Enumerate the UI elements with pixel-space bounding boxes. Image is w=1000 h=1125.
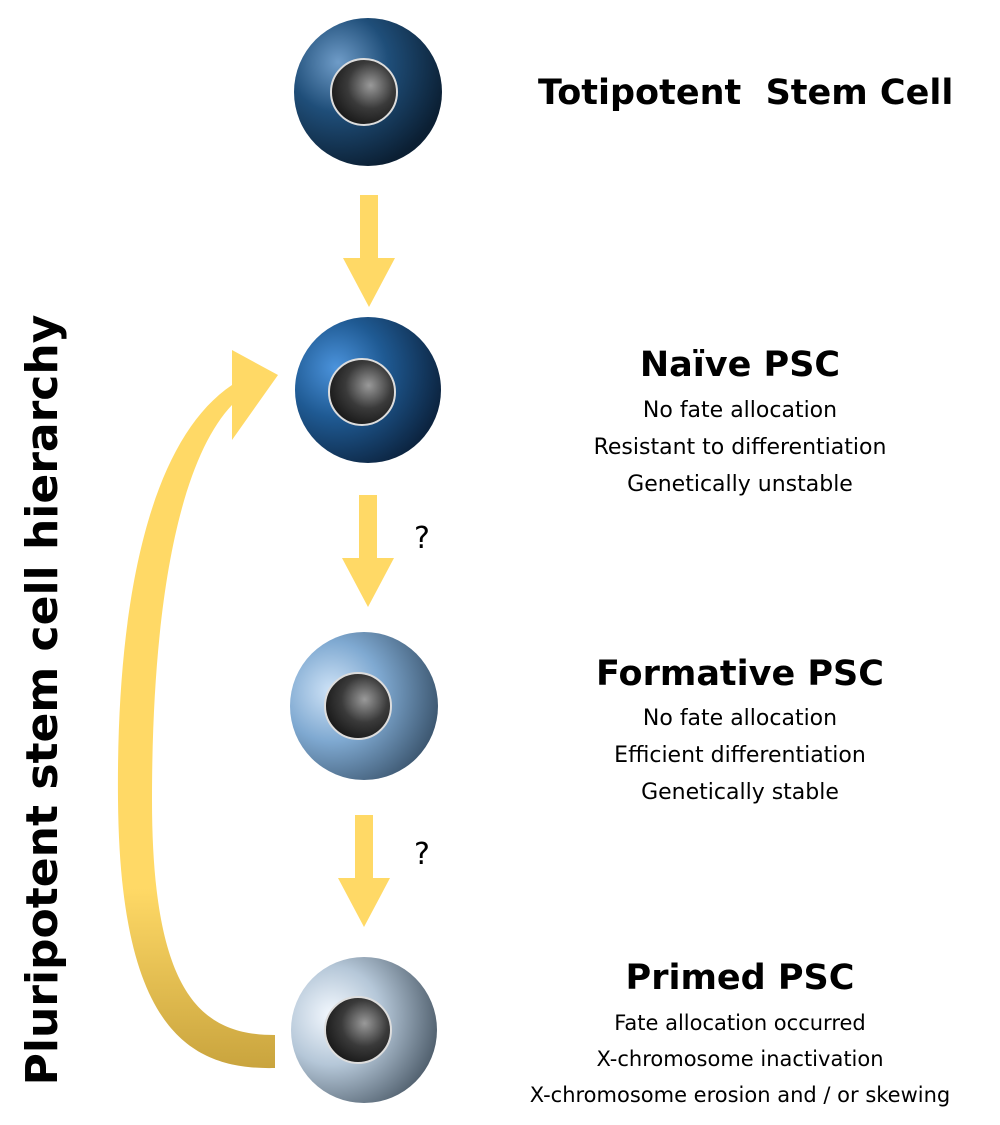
stage-detail: Genetically unstable [627, 472, 853, 497]
stage-detail: X-chromosome erosion and / or skewing [529, 1083, 951, 1107]
arrow-totipotent-to-naive [343, 195, 395, 307]
return-arrow [117, 350, 278, 1069]
hierarchy-label: Pluripotent stem cell hierarchy [17, 314, 68, 1086]
stage-title-naive: Naïve PSC [639, 345, 841, 385]
stage-detail: No fate allocation [642, 706, 838, 731]
stage-detail: Genetically stable [641, 780, 839, 805]
stage-title-totipotent: Totipotent Stem Cell [538, 73, 954, 113]
stage-detail: Fate allocation occurred [614, 1011, 866, 1035]
uncertain-transition-mark: ? [414, 521, 430, 556]
uncertain-transition-mark: ? [414, 837, 430, 872]
cell-totipotent [294, 18, 442, 166]
stage-details-primed: Fate allocation occurred X-chromosome in… [480, 1005, 1000, 1113]
cell-formative [290, 632, 438, 780]
cell-primed [291, 957, 437, 1103]
stage-title-primed: Primed PSC [625, 958, 855, 998]
stage-details-naive: No fate allocation Resistant to differen… [540, 392, 940, 503]
stage-detail: Resistant to differentiation [593, 435, 887, 460]
cell-naive [295, 317, 441, 463]
stage-detail: X-chromosome inactivation [596, 1047, 884, 1071]
stage-title-formative: Formative PSC [596, 654, 884, 694]
arrow-formative-to-primed [338, 815, 390, 927]
stage-details-formative: No fate allocation Efficient differentia… [540, 700, 940, 811]
arrow-naive-to-formative [342, 495, 394, 607]
stage-detail: Efficient differentiation [614, 743, 866, 768]
stage-detail: No fate allocation [642, 398, 838, 423]
